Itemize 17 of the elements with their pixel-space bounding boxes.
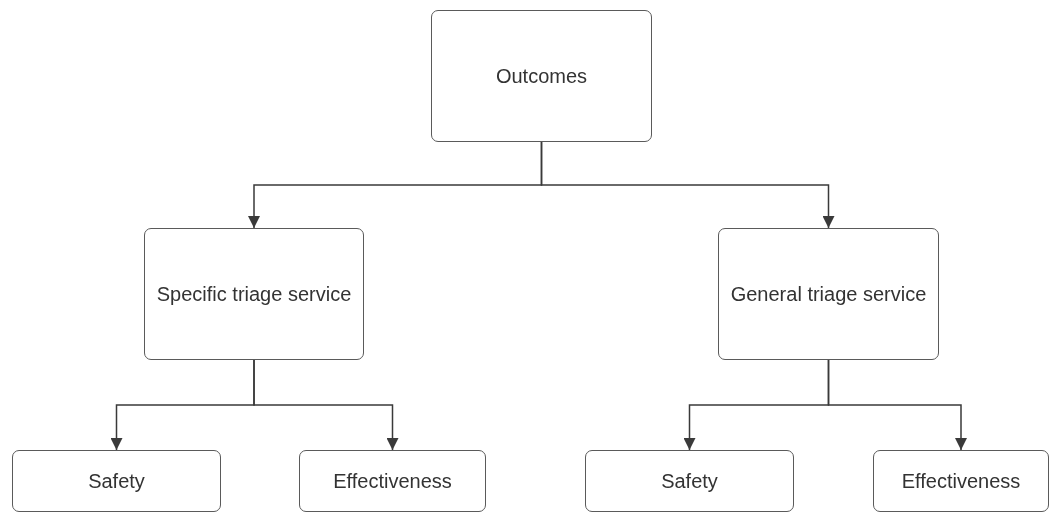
node-label: General triage service: [729, 282, 928, 307]
process-box: [431, 10, 652, 142]
arrow: [253, 359, 399, 451]
process-box: [718, 228, 939, 360]
node-label: Effectiveness: [900, 469, 1022, 494]
node-label: Effectiveness: [332, 469, 453, 494]
arrow: [827, 359, 967, 451]
node-label: Outcomes: [494, 64, 589, 89]
node-label: Specific triage service: [155, 282, 353, 307]
process-box: [144, 228, 364, 360]
node-label: Safety: [87, 469, 146, 494]
arrow: [540, 141, 835, 229]
process-box: [299, 450, 486, 512]
process-box: [873, 450, 1049, 512]
process-box: [12, 450, 221, 512]
node-label: Safety: [660, 469, 719, 494]
process-box: [585, 450, 794, 512]
